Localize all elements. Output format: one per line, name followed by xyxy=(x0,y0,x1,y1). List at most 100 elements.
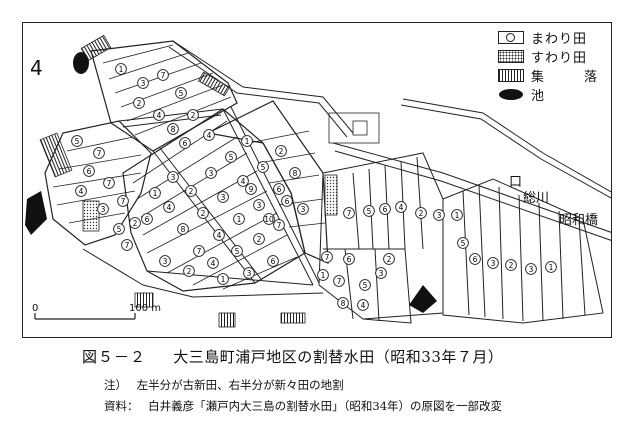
place-river: 総川 xyxy=(523,191,550,206)
parcel-number: 1 xyxy=(549,263,554,272)
parcel-number: 5 xyxy=(235,247,240,256)
parcel-number: 5 xyxy=(461,239,466,248)
parcel-marker xyxy=(505,259,517,271)
parcel-marker xyxy=(149,187,161,199)
parcel-number: 3 xyxy=(257,201,262,210)
parcel-marker xyxy=(395,201,407,213)
pond-west xyxy=(25,191,47,235)
legend-label: 池 xyxy=(531,89,546,104)
parcel-marker xyxy=(187,109,199,121)
parcel-marker xyxy=(243,267,255,279)
parcel-number: 2 xyxy=(187,267,192,276)
parcel-marker xyxy=(545,261,557,273)
parcel-marker xyxy=(217,273,229,285)
parcel-lines xyxy=(52,44,326,290)
north-arrow: 4 xyxy=(30,56,43,80)
dots-swatch-icon xyxy=(498,50,524,63)
parcel-number: 7 xyxy=(347,209,352,218)
parcel-number: 4 xyxy=(399,203,404,212)
parcel-number: 6 xyxy=(87,167,92,176)
parcel-marker xyxy=(183,265,195,277)
figure-caption: 図５－２ 大三島町浦戸地区の割替水田（昭和33年７月） xyxy=(82,346,503,367)
parcel-number: 4 xyxy=(157,111,162,120)
parcel-marker xyxy=(197,207,209,219)
parcel-number: 8 xyxy=(293,169,298,178)
parcel-marker xyxy=(297,203,309,215)
parcel-marker xyxy=(451,209,463,221)
parcel-marker xyxy=(167,171,179,183)
parcel-marker xyxy=(289,167,301,179)
parcel-number: 7 xyxy=(325,253,330,262)
parcel-number: 6 xyxy=(383,205,388,214)
note-label: 注） xyxy=(104,378,127,392)
parcel-number: 4 xyxy=(361,301,366,310)
parcel-number: 2 xyxy=(189,187,194,196)
note-text: 左半分が古新田、右半分が新々田の地割 xyxy=(136,378,344,392)
parcel-number: 7 xyxy=(161,71,166,80)
parcel-marker xyxy=(237,175,249,187)
parcel-marker xyxy=(177,223,189,235)
parcel-marker xyxy=(153,109,165,121)
legend-label: 集落 xyxy=(531,70,597,85)
parcel-number: 4 xyxy=(207,131,212,140)
parcel-number: 5 xyxy=(367,207,372,216)
parcel-number: 3 xyxy=(301,205,306,214)
parcel-number: 1 xyxy=(221,275,226,284)
parcel-marker xyxy=(343,253,355,265)
parcel-marker xyxy=(359,279,371,291)
parcel-number: 3 xyxy=(379,269,384,278)
parcel-marker xyxy=(129,217,141,229)
parcel-marker xyxy=(103,177,115,189)
parcel-number: 3 xyxy=(529,265,534,274)
parcel-number: 8 xyxy=(341,299,346,308)
parcel-number: 3 xyxy=(141,79,146,88)
parcel-number: 8 xyxy=(181,225,186,234)
parcel-marker xyxy=(137,77,149,89)
parcel-number: 4 xyxy=(211,259,216,268)
parcel-number: 5 xyxy=(75,137,80,146)
place-mouth: 口 xyxy=(509,175,523,190)
parcel-marker xyxy=(167,123,179,135)
parcel-number: 7 xyxy=(125,241,130,250)
parcel-marker xyxy=(245,183,257,195)
parcel-marker xyxy=(83,165,95,177)
parcel-number: 6 xyxy=(473,255,478,264)
parcel-number: 2 xyxy=(257,235,262,244)
parcel-number: 2 xyxy=(137,99,142,108)
parcel-marker xyxy=(375,267,387,279)
parcel-circles: 1375248264576743752713642351823452741368… xyxy=(71,63,557,311)
parcel-number: 2 xyxy=(419,209,424,218)
parcel-marker xyxy=(457,237,469,249)
parcel-number: 6 xyxy=(277,185,282,194)
ponds xyxy=(25,52,437,313)
parcel-marker xyxy=(337,297,349,309)
parcel-marker xyxy=(75,185,87,197)
figure-note: 注） 左半分が古新田、右半分が新々田の地割 xyxy=(104,377,344,393)
parcel-number: 3 xyxy=(221,193,226,202)
parcel-marker xyxy=(357,299,369,311)
parcel-marker xyxy=(185,185,197,197)
parcel-number: 5 xyxy=(261,163,266,172)
parcel-number: 7 xyxy=(197,247,202,256)
parcel-marker xyxy=(117,195,129,207)
parcel-marker xyxy=(379,203,391,215)
parcel-marker xyxy=(273,219,285,231)
legend-item-village: 集落 xyxy=(498,66,606,85)
parcel-marker xyxy=(415,207,427,219)
parcel-number: 7 xyxy=(277,221,282,230)
parcel-marker xyxy=(159,255,171,267)
parcel-number: 6 xyxy=(271,257,276,266)
parcel-number: 4 xyxy=(167,203,172,212)
map-features xyxy=(39,34,380,328)
legend-item-suwari: すわり田 xyxy=(498,47,606,66)
legend-item-warichi: まわり田 xyxy=(498,28,606,47)
parcel-number: 1 xyxy=(321,271,326,280)
parcel-marker xyxy=(205,167,217,179)
parcel-marker xyxy=(179,137,191,149)
parcel-number: 4 xyxy=(241,177,246,186)
parcel-number: 3 xyxy=(247,269,252,278)
parcel-marker xyxy=(469,253,481,265)
parcel-marker xyxy=(273,183,285,195)
parcel-marker xyxy=(233,213,245,225)
parcel-marker xyxy=(525,263,537,275)
